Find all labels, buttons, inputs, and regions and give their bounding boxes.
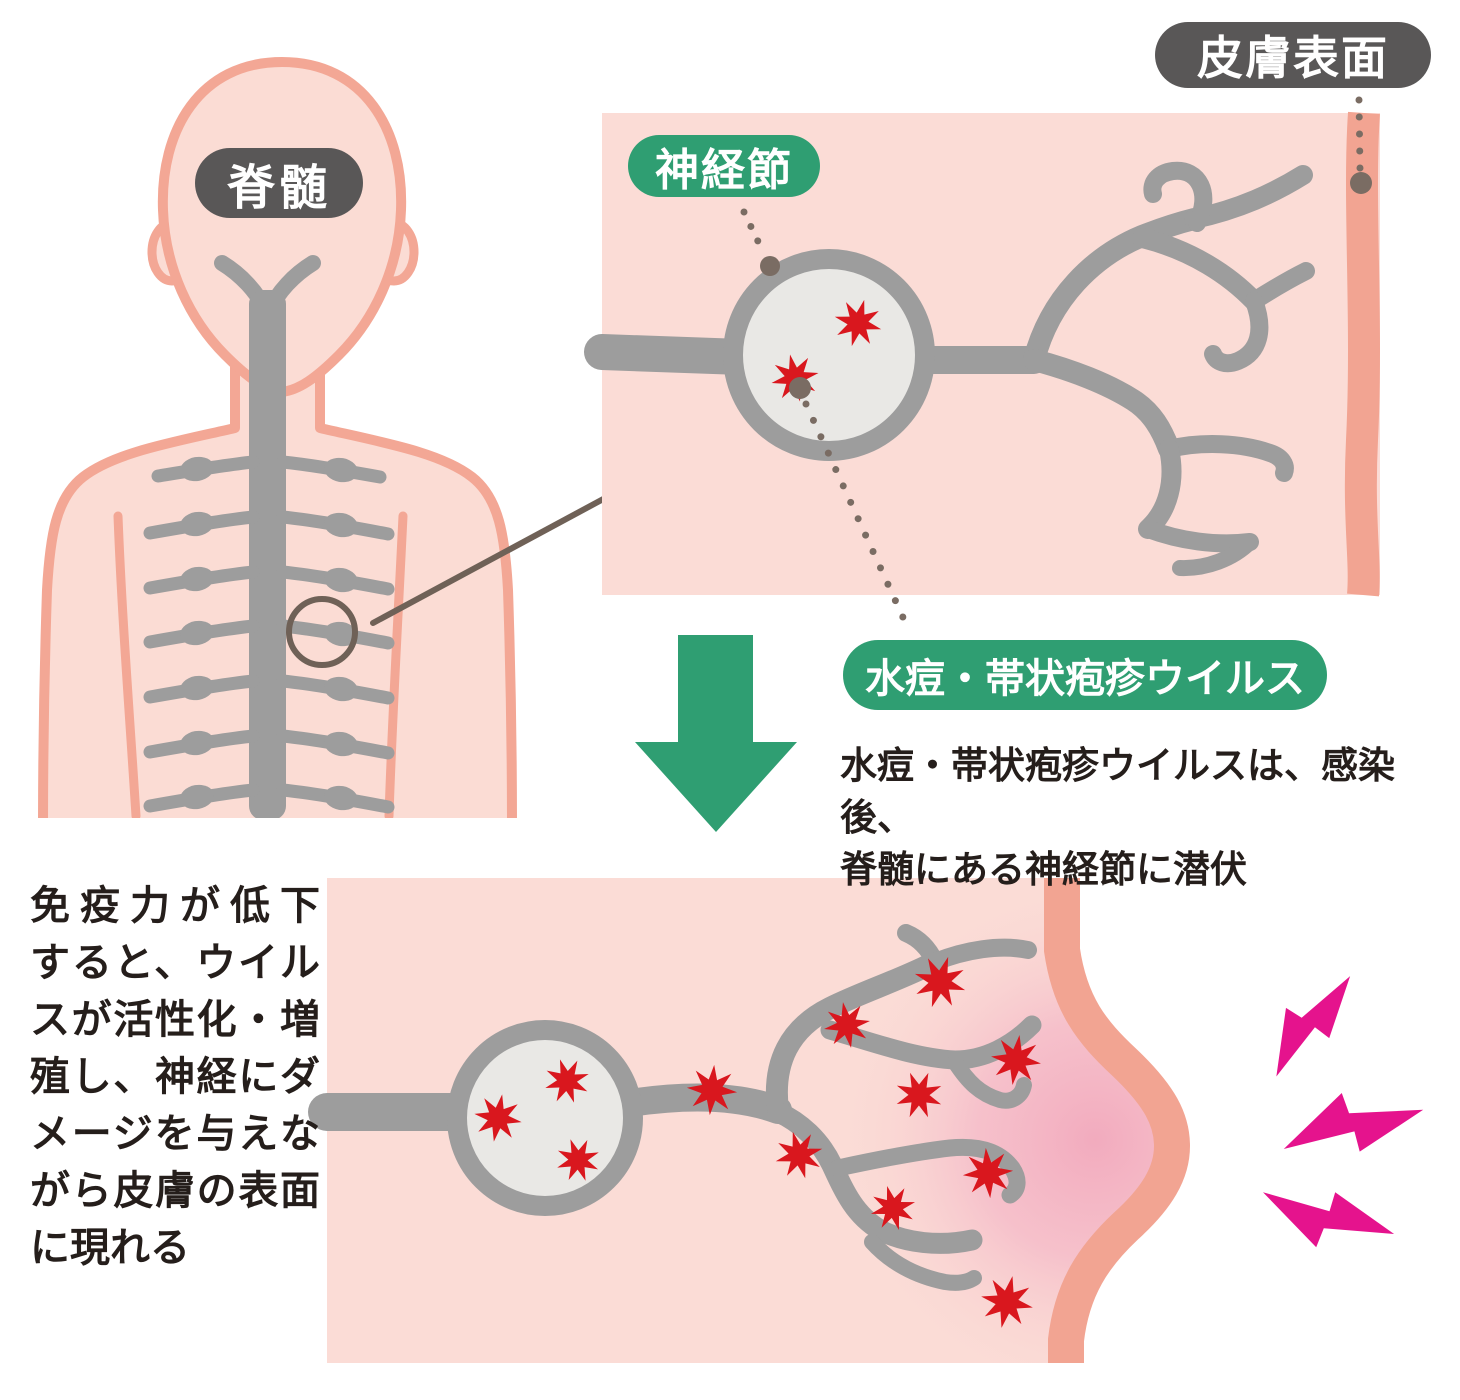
caption-line: 免疫力が低下: [30, 884, 320, 928]
caption-line: すると、ウイル: [30, 941, 320, 985]
leader-dot: [1350, 172, 1372, 194]
annotation-line: [370, 494, 610, 626]
nerve-tree-top: [584, 161, 1315, 577]
caption-latency: 水痘・帯状疱疹ウイルスは、感染後、 脊髄にある神経節に潜伏: [840, 740, 1460, 896]
arm-line-right: [384, 511, 408, 818]
caption-line: がら皮膚の表面: [30, 1169, 320, 1213]
leader-virus: [802, 400, 910, 628]
caption-line: スが活性化・増: [30, 998, 320, 1042]
leader-dot: [789, 377, 811, 399]
pain-flash-icon: [1283, 1090, 1424, 1154]
nerve-roots: [143, 455, 395, 814]
skin-surface-stripe-bottom: [1044, 878, 1191, 1363]
body-figure: [38, 56, 517, 818]
pain-flashes: [1247, 966, 1424, 1248]
arm-line-left: [113, 511, 141, 818]
caption-line: 殖し、神経にダ: [30, 1055, 320, 1099]
dotted-leaders: [740, 96, 1372, 628]
leader-skin: [1355, 96, 1364, 172]
caption-reactivation: 免疫力が低下 すると、ウイル スが活性化・増 殖し、神経にダ メージを与えな が…: [30, 878, 320, 1277]
inflammation-glow: [830, 878, 1172, 1363]
caption-line: 脊髄にある神経節に潜伏: [840, 849, 1247, 890]
spinal-cord-label: 脊髄: [195, 148, 363, 218]
spinal-cord: [214, 255, 321, 818]
caption-line: 水痘・帯状疱疹ウイルスは、感染後、: [840, 745, 1395, 838]
skin-surface-label: 皮膚表面: [1155, 22, 1431, 88]
ganglion-label: 神経節: [628, 135, 820, 197]
annotation-circle: [286, 596, 358, 668]
leader-dot: [760, 256, 780, 276]
caption-line: に現れる: [30, 1226, 190, 1270]
nerve-ganglion-top: [723, 249, 935, 461]
caption-line: メージを与えな: [30, 1112, 320, 1156]
virus-label: 水痘・帯状疱疹ウイルス: [843, 640, 1327, 710]
pain-flash-icon: [1247, 966, 1373, 1077]
down-arrow-icon: [635, 635, 797, 832]
panel-reactivation: [308, 878, 1191, 1363]
pain-flash-icon: [1263, 1192, 1395, 1248]
